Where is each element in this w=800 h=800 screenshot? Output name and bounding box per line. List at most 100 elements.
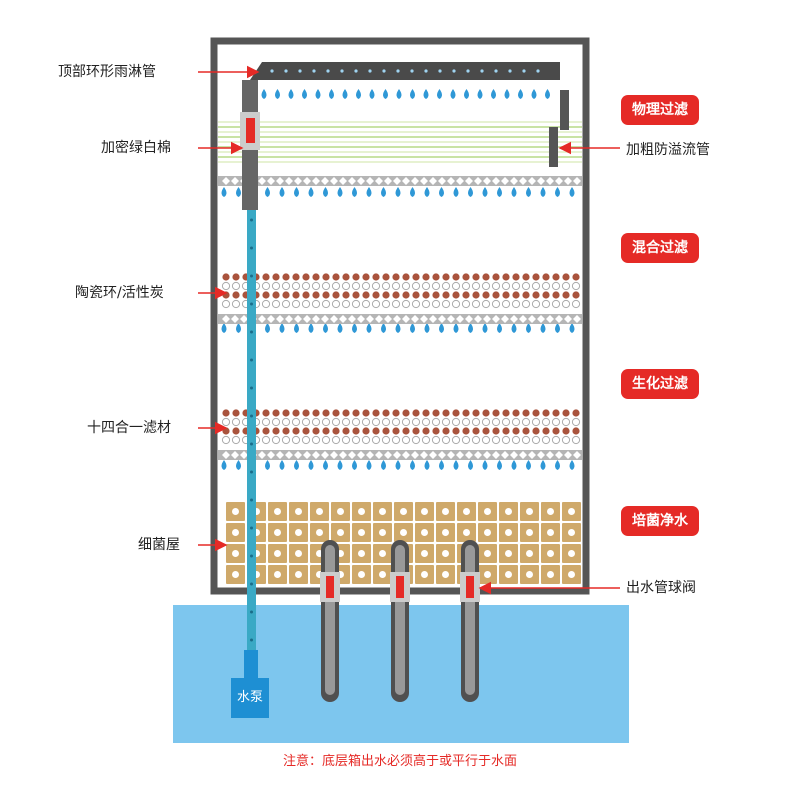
ceramic-ring xyxy=(521,435,531,445)
bacteria-block-hole xyxy=(547,550,554,557)
water-drop-icon xyxy=(366,187,372,197)
tray-hole xyxy=(384,451,392,459)
carbon-bead xyxy=(322,427,330,435)
ceramic-ring xyxy=(441,435,451,445)
carbon-bead xyxy=(462,273,470,281)
pipe-dot xyxy=(250,358,253,362)
water-drop-icon xyxy=(279,187,285,197)
carbon-bead xyxy=(422,273,430,281)
ceramic-ring xyxy=(381,281,391,291)
tray-hole xyxy=(240,315,248,323)
carbon-bead xyxy=(372,291,380,299)
carbon-bead xyxy=(432,409,440,417)
tray-hole xyxy=(555,451,563,459)
tray-hole xyxy=(510,177,518,185)
ceramic-ring xyxy=(531,281,541,291)
water-drop-icon xyxy=(329,89,334,99)
water-drop-icon xyxy=(275,89,280,99)
carbon-bead xyxy=(512,273,520,281)
carbon-bead xyxy=(442,427,450,435)
water-drop-icon xyxy=(497,323,502,333)
water-drop-icon xyxy=(337,187,343,197)
tray-hole xyxy=(393,451,401,459)
ceramic-ring xyxy=(371,435,381,445)
ceramic-ring xyxy=(461,435,471,445)
carbon-bead xyxy=(282,409,290,417)
carbon-bead xyxy=(462,291,470,299)
ceramic-ring xyxy=(541,435,551,445)
carbon-bead xyxy=(352,291,360,299)
carbon-bead xyxy=(302,291,310,299)
carbon-bead xyxy=(332,427,340,435)
tray-hole xyxy=(438,177,446,185)
water-drop-icon xyxy=(468,323,473,333)
bacteria-block-hole xyxy=(274,529,281,536)
ceramic-ring xyxy=(481,435,491,445)
pipe-dot xyxy=(250,218,253,222)
tray-hole xyxy=(285,451,293,459)
ceramic-ring xyxy=(561,299,571,309)
water-drop-icon xyxy=(410,187,415,197)
tray-hole xyxy=(474,177,482,185)
outlet-pipe-core xyxy=(395,545,405,695)
ceramic-ring xyxy=(351,435,361,445)
label-overflow-pipe: 加粗防溢流管 xyxy=(626,142,710,158)
tray-hole xyxy=(528,451,536,459)
bacteria-block-hole xyxy=(295,550,302,557)
ceramic-ring xyxy=(521,417,531,427)
water-drop-icon xyxy=(540,187,546,197)
water-drop-icon xyxy=(383,89,388,99)
water-drop-icon xyxy=(468,460,473,470)
water-drop-icon xyxy=(497,187,502,197)
tray-hole xyxy=(411,315,419,323)
ceramic-ring xyxy=(381,435,391,445)
ceramic-ring xyxy=(491,435,501,445)
ceramic-ring xyxy=(311,435,321,445)
tray-hole xyxy=(537,451,545,459)
ceramic-ring xyxy=(351,299,361,309)
bacteria-block-hole xyxy=(463,529,470,536)
ceramic-ring xyxy=(231,299,241,309)
water-drop-icon xyxy=(439,323,444,333)
carbon-bead xyxy=(552,291,560,299)
carbon-bead xyxy=(482,427,490,435)
tray-hole xyxy=(339,451,347,459)
tray-hole xyxy=(501,315,509,323)
water-drop-icon xyxy=(342,89,348,99)
tray-hole xyxy=(564,451,572,459)
bacteria-block-hole xyxy=(568,529,575,536)
ceramic-ring xyxy=(261,435,271,445)
spray-pipe-end xyxy=(548,62,560,80)
tray-hole xyxy=(366,177,374,185)
carbon-bead xyxy=(282,427,290,435)
bacteria-block-hole xyxy=(421,550,428,557)
water-drop-icon xyxy=(464,89,469,99)
tray-hole xyxy=(357,315,365,323)
carbon-bead xyxy=(522,273,530,281)
bacteria-block-hole xyxy=(337,508,344,515)
water-drop-icon xyxy=(236,460,241,470)
ceramic-ring xyxy=(351,417,361,427)
tray-hole xyxy=(267,451,275,459)
water-drop-icon xyxy=(504,89,510,99)
carbon-bead xyxy=(562,409,570,417)
ceramic-ring xyxy=(541,417,551,427)
ceramic-ring xyxy=(461,299,471,309)
water-drop-icon xyxy=(337,323,343,333)
carbon-bead xyxy=(272,273,280,281)
ceramic-ring xyxy=(421,299,431,309)
tray-hole xyxy=(456,177,464,185)
bacteria-block-hole xyxy=(316,529,323,536)
pipe-dot xyxy=(250,330,253,334)
label-bacteria-house: 细菌屋 xyxy=(138,537,180,553)
ceramic-ring xyxy=(441,281,451,291)
ceramic-ring xyxy=(271,299,281,309)
carbon-bead xyxy=(292,409,300,417)
riser-valve-handle xyxy=(246,118,255,143)
ceramic-ring xyxy=(331,417,341,427)
bacteria-block-hole xyxy=(526,529,533,536)
carbon-bead xyxy=(372,409,380,417)
water-drop-icon xyxy=(545,89,550,99)
bacteria-block-hole xyxy=(526,508,533,515)
tray-hole xyxy=(546,315,554,323)
